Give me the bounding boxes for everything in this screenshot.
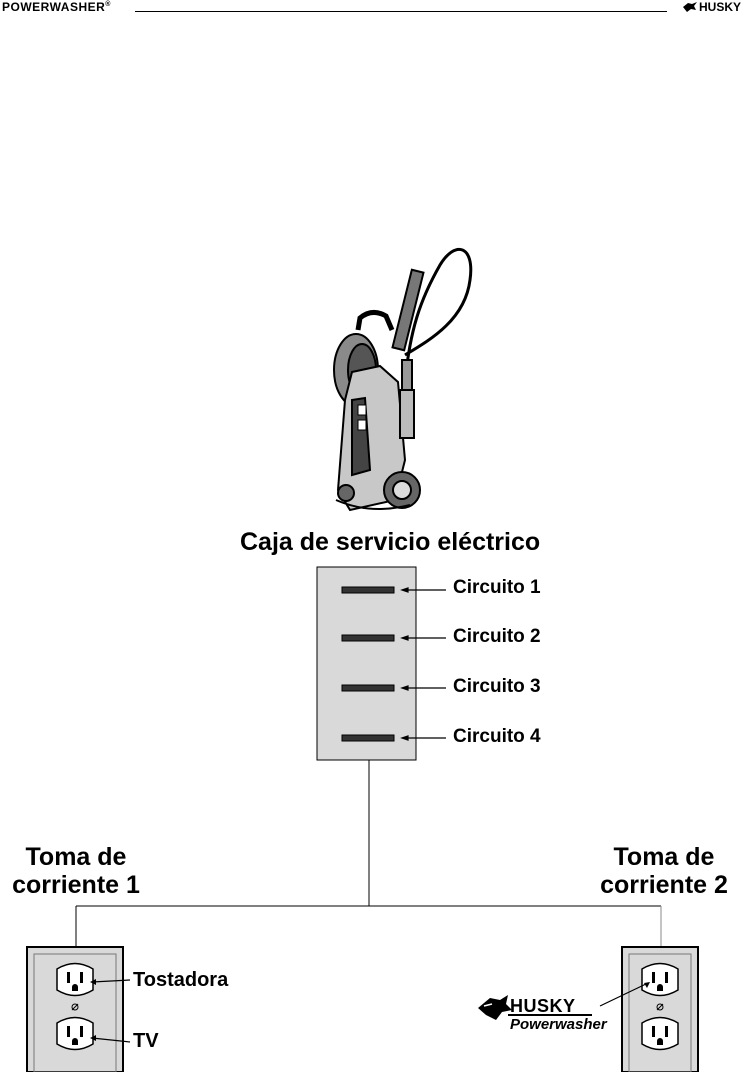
header-logo: HUSKY	[682, 0, 741, 14]
breaker-2	[341, 634, 395, 642]
receptacle-top-left	[56, 962, 94, 997]
header-rule	[135, 11, 667, 12]
breaker-4	[341, 734, 395, 742]
circuit-label-3: Circuito 3	[453, 676, 541, 697]
receptacle-top-right	[641, 962, 679, 997]
circuit-label-4: Circuito 4	[453, 726, 541, 747]
washer-logo-sub: Powerwasher	[510, 1016, 607, 1033]
service-box	[316, 566, 417, 761]
circuit-label-1: Circuito 1	[453, 577, 541, 598]
breaker-3	[341, 684, 395, 692]
receptacle-bottom-right	[641, 1016, 679, 1051]
header-brand: POWERWASHER®	[2, 0, 111, 14]
panel-title: Caja de servicio eléctrico	[240, 528, 541, 556]
husky-wolf-icon	[478, 995, 512, 1020]
device-label-tv: TV	[133, 1030, 159, 1052]
outlet-left-title: Toma de corriente 1	[12, 843, 140, 899]
breaker-bars	[341, 586, 395, 742]
circuit-label-2: Circuito 2	[453, 626, 541, 647]
receptacle-bottom-left	[56, 1016, 94, 1051]
breaker-1	[341, 586, 395, 594]
pressure-washer-illustration	[333, 247, 473, 512]
husky-head-icon	[682, 2, 697, 12]
outlet-right	[599, 946, 699, 1072]
washer-logo-rule	[508, 1014, 592, 1016]
outlet-left	[26, 946, 131, 1072]
circuit-leaders	[400, 587, 446, 741]
outlet-right-title: Toma de corriente 2	[600, 843, 728, 899]
device-label-toaster: Tostadora	[133, 969, 229, 991]
washer-logo-brand: HUSKY	[510, 996, 576, 1016]
wiring	[75, 760, 662, 948]
